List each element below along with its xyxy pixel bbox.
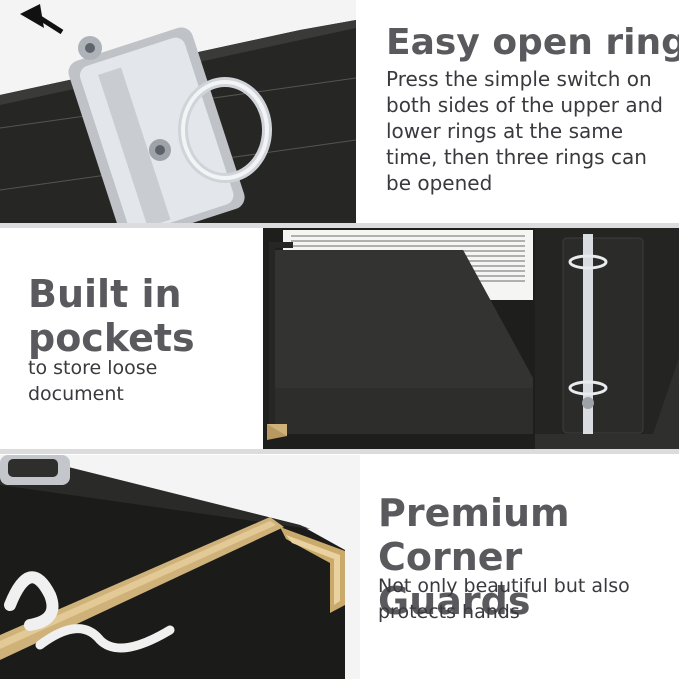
- section-premium-corner-guards: Premium Corner Guards Not only beautiful…: [0, 455, 679, 679]
- section-description: to store loose document: [28, 357, 158, 405]
- section-built-in-pockets: Built in pockets to store loose document: [0, 228, 679, 449]
- section-title: Built in pockets: [28, 272, 195, 360]
- binder-corner-photo: [0, 455, 360, 679]
- section-description: Not only beautiful but also protects han…: [378, 575, 630, 623]
- section-description: Press the simple switch on both sides of…: [386, 67, 663, 195]
- section-easy-open-ring: Easy open ring Press the simple switch o…: [0, 0, 679, 223]
- section-title: Premium Corner Guards: [378, 491, 570, 623]
- section-divider: [0, 449, 679, 454]
- section-title: Easy open ring: [386, 22, 679, 63]
- section-divider: [0, 223, 679, 228]
- binder-ring-photo: [0, 0, 356, 223]
- binder-pockets-photo: [263, 228, 679, 449]
